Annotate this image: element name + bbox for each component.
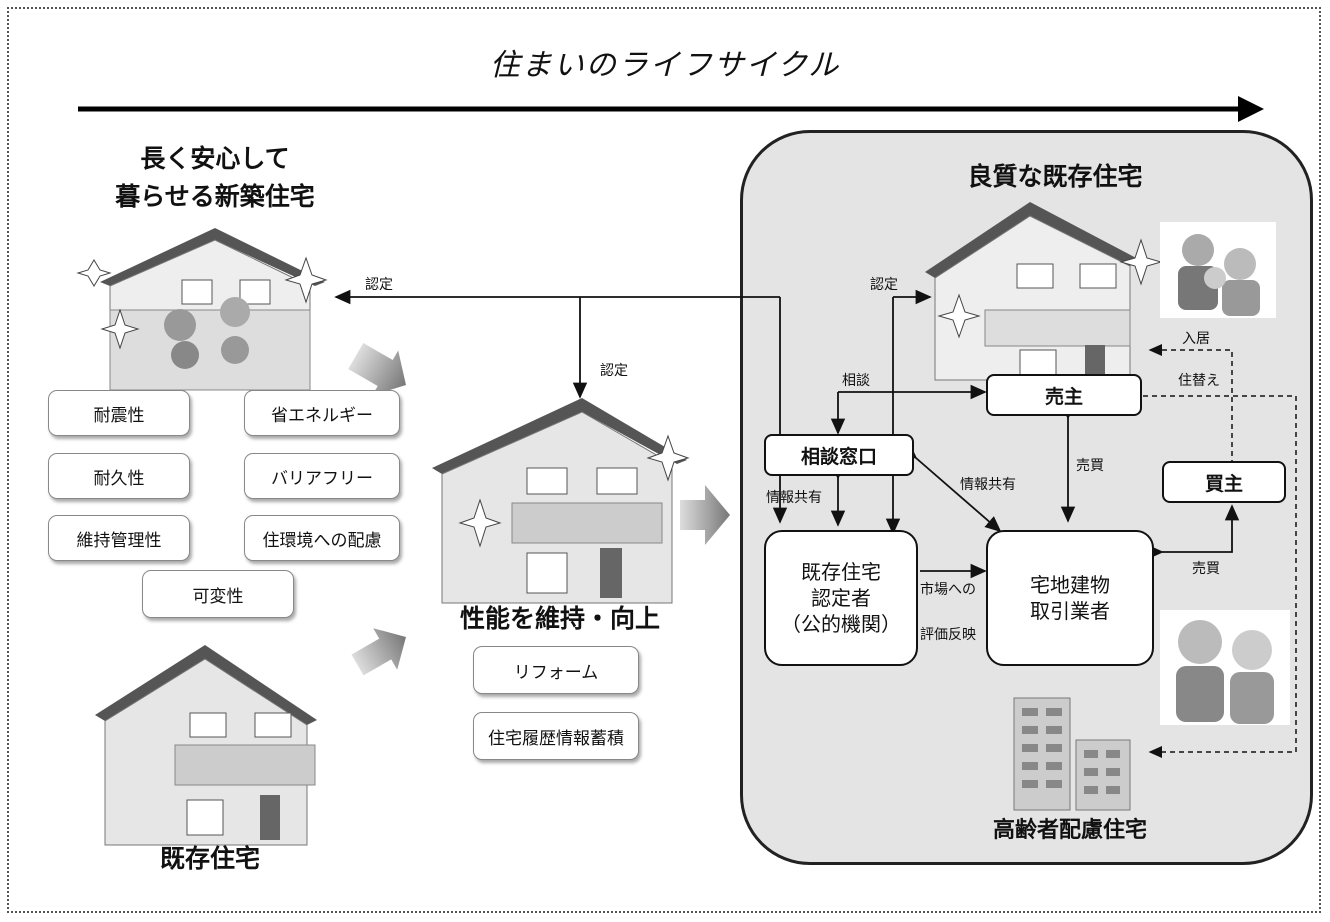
label-shijou-line1: 市場への	[920, 582, 976, 598]
lifecycle-arrow	[78, 96, 1264, 122]
broker-box: 宅地建物 取引業者	[986, 530, 1154, 666]
certifier-line2: 認定者	[811, 586, 871, 610]
dotted-frame	[7, 7, 1321, 913]
feature-taishin: 耐震性	[48, 390, 190, 436]
label-jouhou-kyouyu-right: 情報共有	[960, 477, 1016, 493]
label-nintei-right: 認定	[870, 277, 898, 293]
label-nyukyo: 入居	[1182, 331, 1210, 347]
label-sumikae: 住替え	[1178, 373, 1220, 389]
certifier-line1: 既存住宅	[801, 560, 881, 584]
consult-window-box: 相談窓口	[764, 434, 914, 476]
feature-barrier-free: バリアフリー	[244, 453, 400, 499]
diagram-title: 住まいのライフサイクル	[489, 48, 841, 83]
feature-jukankyo: 住環境への配慮	[244, 515, 400, 561]
label-shijou-line2: 評価反映	[920, 627, 976, 643]
existing-house-icon	[95, 645, 317, 846]
family-icon	[1160, 222, 1276, 318]
seller-box: 売主	[986, 374, 1142, 416]
feature-kahensei: 可変性	[142, 570, 294, 618]
new-house-icon	[76, 228, 328, 391]
elderly-couple-icon	[1160, 610, 1290, 725]
elderly-housing-title: 高齢者配慮住宅	[992, 818, 1147, 843]
feature-taikyu: 耐久性	[48, 453, 190, 499]
quality-house-icon	[925, 202, 1163, 381]
maintain-history-info: 住宅履歴情報蓄積	[473, 712, 639, 760]
label-baibai-top: 売買	[1076, 458, 1104, 474]
new-house-title: 長く安心して 暮らせる新築住宅	[90, 140, 340, 216]
label-nintei-mid: 認定	[600, 363, 628, 379]
broker-line1: 宅地建物	[1030, 573, 1110, 597]
existing-house-title: 既存住宅	[159, 844, 260, 873]
buyer-box: 買主	[1162, 461, 1286, 503]
apartment-building-icon	[1013, 697, 1131, 811]
maintain-title: 性能を維持・向上	[459, 604, 660, 633]
broker-line2: 取引業者	[1030, 599, 1110, 623]
maintained-house-icon	[432, 398, 690, 604]
label-jouhou-kyouyu-left: 情報共有	[766, 490, 822, 506]
new-house-title-line1: 長く安心して	[140, 144, 290, 173]
new-house-title-line2: 暮らせる新築住宅	[115, 182, 315, 211]
certifier-box: 既存住宅 認定者 （公的機関）	[764, 530, 918, 666]
feature-shou-energy: 省エネルギー	[244, 390, 400, 436]
label-nintei-left: 認定	[365, 277, 393, 293]
quality-existing-title: 良質な既存住宅	[967, 162, 1143, 191]
label-baibai-right: 売買	[1192, 561, 1220, 577]
maintain-reform: リフォーム	[473, 646, 639, 694]
label-soudan: 相談	[842, 373, 870, 389]
feature-iji-kanri: 維持管理性	[48, 515, 190, 561]
certifier-line3: （公的機関）	[781, 612, 901, 636]
